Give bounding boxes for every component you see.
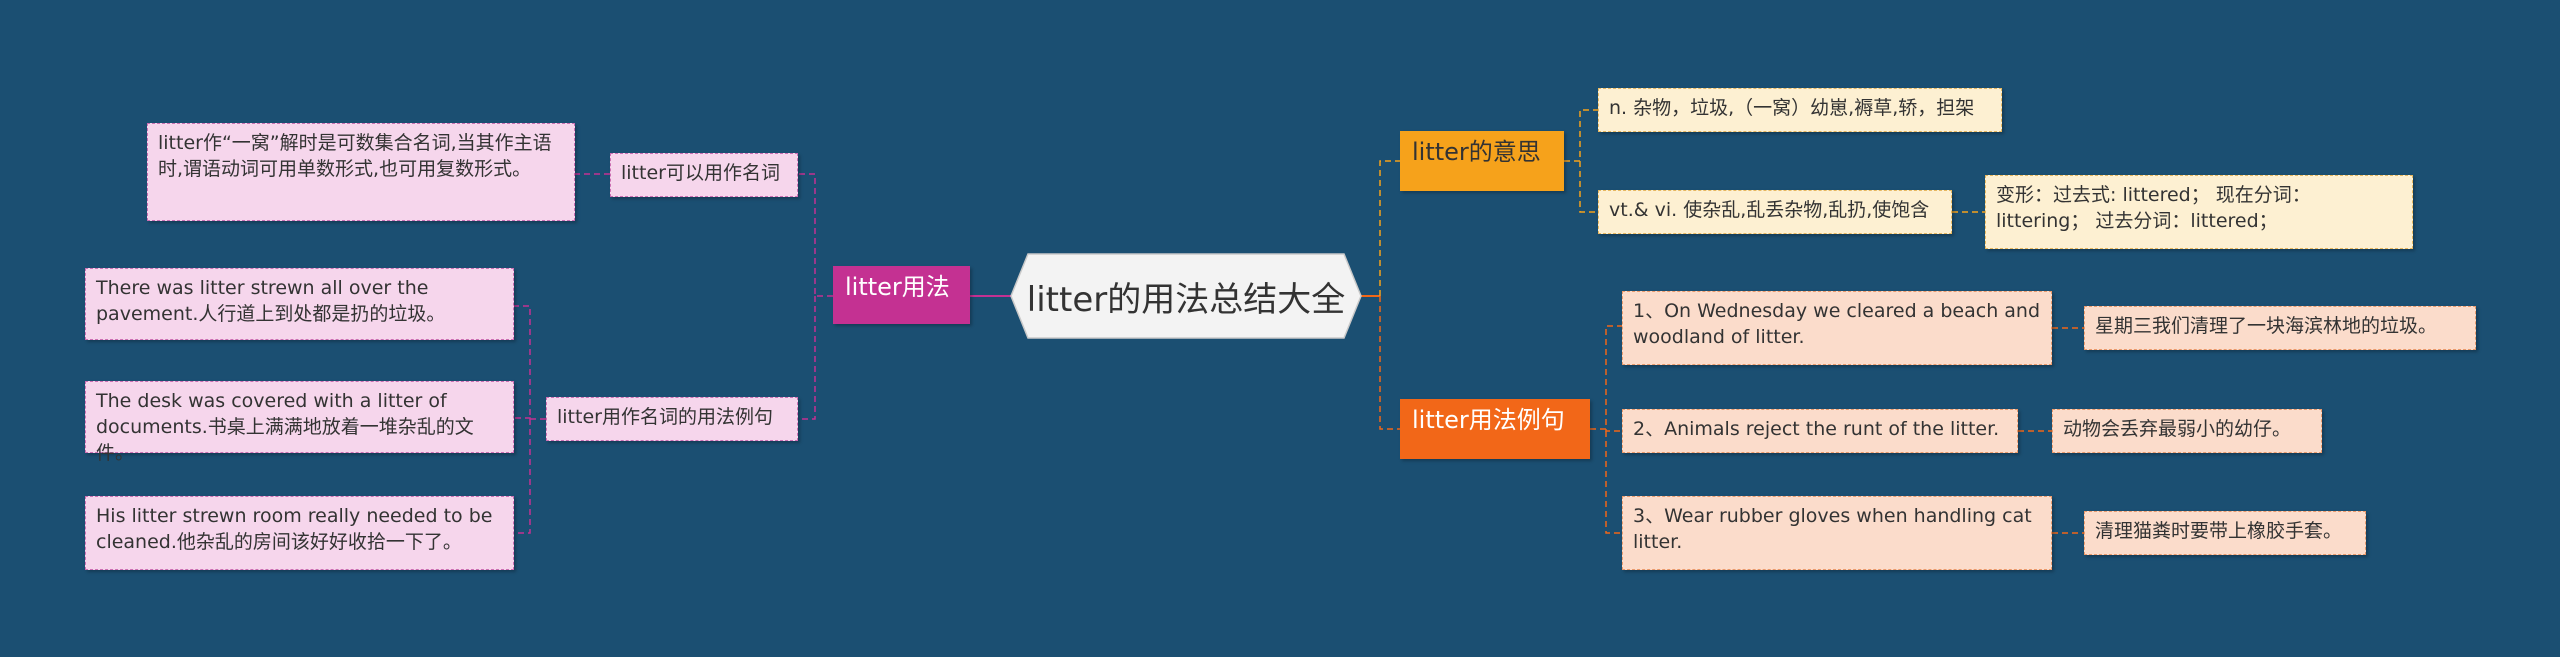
right-example-2-zh[interactable]: 动物会丢弃最弱小的幼仔。 — [2052, 409, 2322, 453]
connector-left-sub2 — [798, 296, 816, 420]
meaning-noun[interactable]: n. 杂物，垃圾,（一窝）幼崽,褥草,轿，担架 — [1598, 88, 2002, 132]
branch-litter-meaning[interactable]: litter的意思 — [1400, 131, 1564, 191]
meaning-verb[interactable]: vt.& vi. 使杂乱,乱丢杂物,乱扔,使饱含 — [1598, 190, 1952, 234]
connector-sub2-ex2 — [514, 417, 531, 419]
center-hexagon-shape — [1010, 253, 1362, 339]
connector-meaning-verb — [1579, 161, 1598, 213]
connector-left-sub1 — [798, 173, 833, 297]
connector-center-examples — [1379, 296, 1400, 430]
meaning-verb-forms[interactable]: 变形：过去式: littered； 现在分词：littering； 过去分词：l… — [1985, 175, 2413, 249]
left-example-2[interactable]: The desk was covered with a litter of do… — [85, 381, 514, 464]
center-title: litter的用法总结大全 — [1026, 279, 1346, 320]
connector-sub2-ex3 — [514, 419, 531, 534]
center-topic[interactable]: litter的用法总结大全 — [1010, 253, 1362, 339]
connector-center-meaning — [1379, 160, 1400, 296]
branch-litter-usage[interactable]: litter用法 — [833, 266, 970, 324]
branch-litter-examples[interactable]: litter用法例句 — [1400, 399, 1590, 459]
left-example-3[interactable]: His litter strewn room really needed to … — [85, 496, 514, 570]
connector-examples-3 — [1605, 431, 1622, 534]
sub-litter-as-noun[interactable]: litter可以用作名词 — [610, 153, 798, 197]
connector-meaning-noun — [1564, 109, 1598, 162]
connector-examples-2 — [1605, 429, 1622, 432]
right-example-2-en[interactable]: 2、Animals reject the runt of the litter. — [1622, 409, 2018, 453]
right-example-1-en[interactable]: 1、On Wednesday we cleared a beach and wo… — [1622, 291, 2052, 365]
sub-noun-examples[interactable]: litter用作名词的用法例句 — [546, 397, 798, 441]
connector-examples-1 — [1590, 325, 1622, 430]
connector-sub2-ex1 — [514, 305, 546, 420]
right-example-3-zh[interactable]: 清理猫粪时要带上橡胶手套。 — [2084, 511, 2366, 555]
right-example-3-en[interactable]: 3、Wear rubber gloves when handling cat l… — [1622, 496, 2052, 570]
note-litter-as-noun[interactable]: litter作“一窝”解时是可数集合名词,当其作主语时,谓语动词可用单数形式,也… — [147, 123, 575, 221]
left-example-1[interactable]: There was litter strewn all over the pav… — [85, 268, 514, 340]
right-example-1-zh[interactable]: 星期三我们清理了一块海滨林地的垃圾。 — [2084, 306, 2476, 350]
